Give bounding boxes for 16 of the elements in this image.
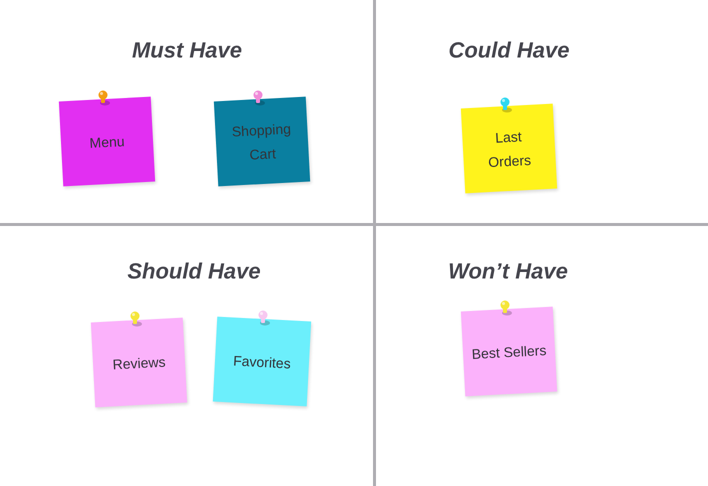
sticky-note [460, 104, 558, 194]
note-text: Favorites [232, 351, 292, 373]
sticky-note [460, 306, 558, 396]
quadrant-heading: Could Have [448, 36, 570, 64]
note-text: Reviews [112, 352, 166, 374]
note-text: Menu [88, 132, 126, 152]
quadrant-heading: Should Have [127, 257, 261, 285]
sticky-note [58, 96, 156, 186]
note-text: Shopping Cart [230, 118, 292, 164]
quadrant-heading: Must Have [132, 36, 242, 64]
sticky-note [212, 316, 312, 406]
note-text: Best Sellers [471, 340, 547, 364]
sticky-note [214, 96, 310, 186]
quadrant-heading: Won’t Have [448, 257, 568, 285]
note-text: Last Orders [486, 126, 532, 172]
sticky-note [90, 318, 188, 408]
